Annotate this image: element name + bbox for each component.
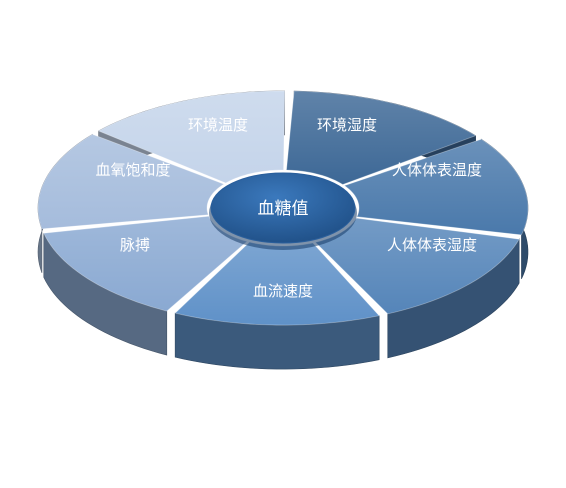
segment-label-blood-oxygen: 血氧饱和度 [95, 161, 170, 179]
segment-sheen-blood-flow [175, 242, 380, 326]
hub-ellipse [210, 172, 356, 244]
segment-sheen-env-humidity [286, 91, 476, 185]
segment-sheen-blood-oxygen [38, 134, 224, 229]
ring-tops [37, 90, 529, 326]
segment-label-blood-flow: 血流速度 [253, 282, 313, 300]
hub-label: 血糖值 [258, 199, 309, 219]
segment-label-env-humidity: 环境湿度 [317, 116, 377, 134]
segment-label-body-temp: 人体体表温度 [392, 161, 482, 179]
segment-label-body-humidity: 人体体表湿度 [387, 236, 477, 254]
segment-label-pulse: 脉搏 [120, 236, 150, 254]
segment-label-env-temp: 环境温度 [188, 116, 248, 134]
segment-sheen-body-humidity [315, 218, 520, 314]
center-hub: 血糖值 [209, 172, 357, 250]
segment-sheen-body-temp [344, 139, 528, 235]
segment-sheen-pulse [43, 216, 247, 312]
segment-sheen-env-temp [98, 90, 285, 183]
segment-side-pulse [43, 233, 168, 356]
